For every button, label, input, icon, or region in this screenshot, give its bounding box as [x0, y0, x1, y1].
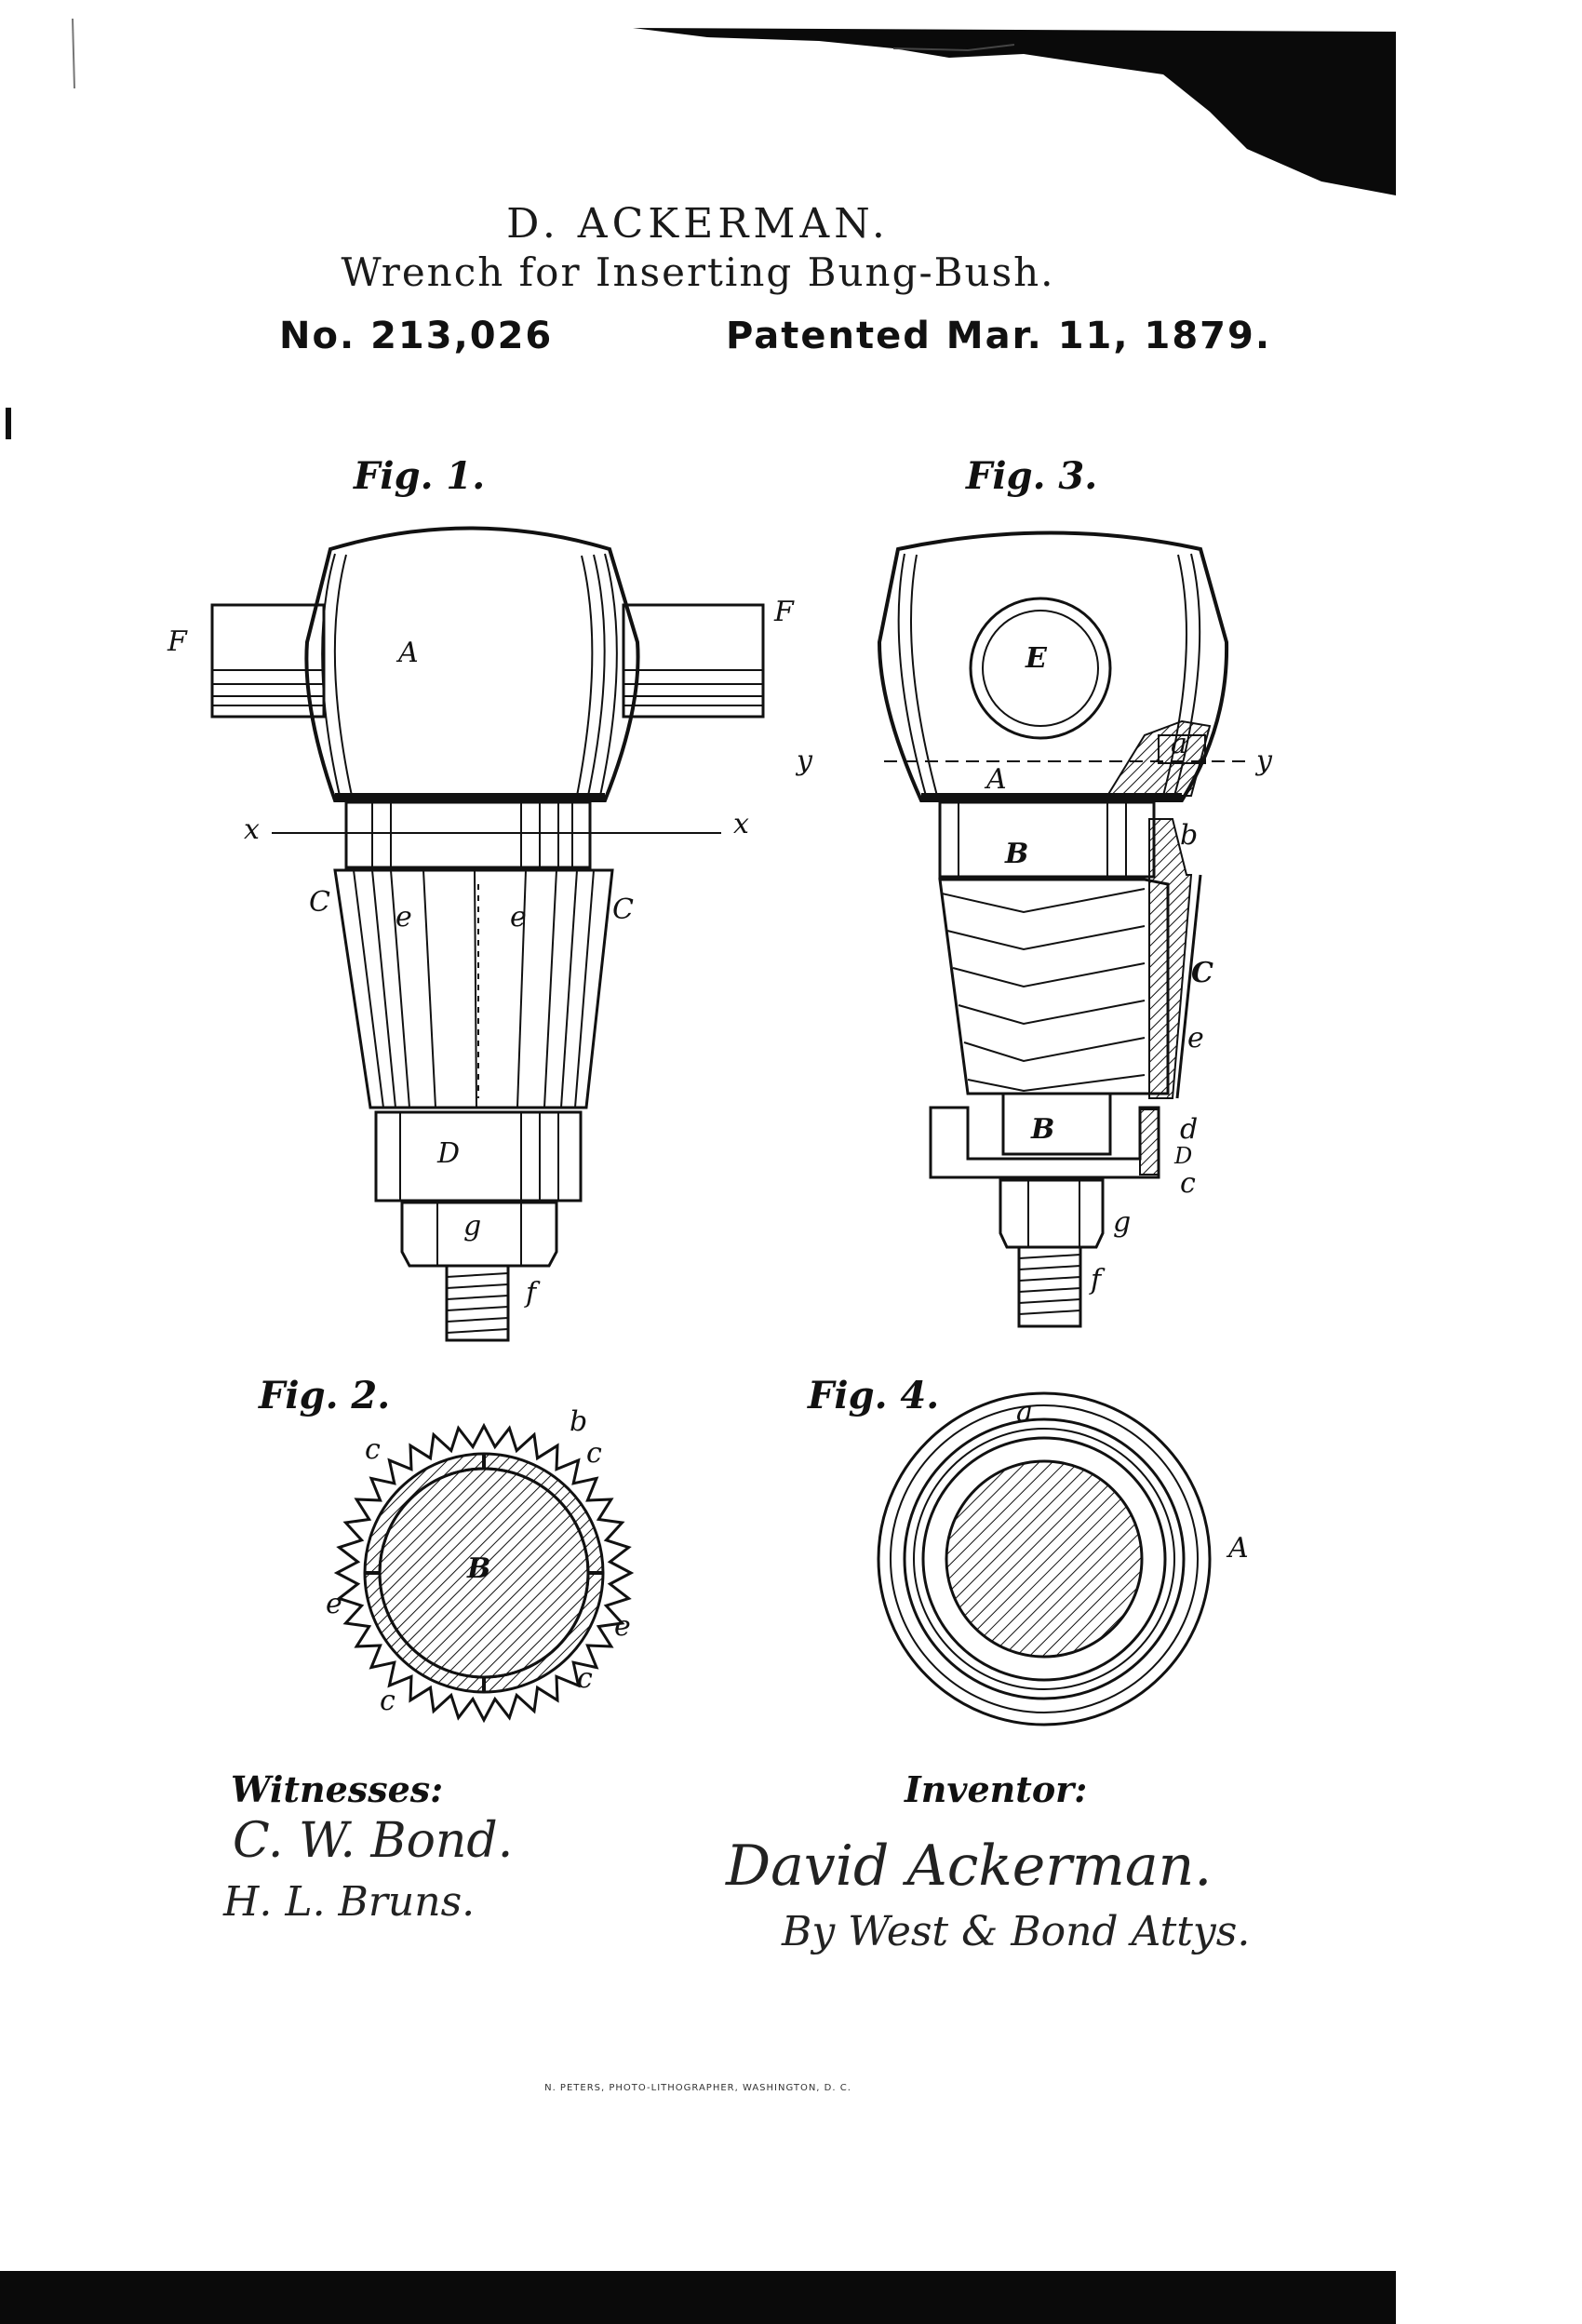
scan-artifact-bottom — [0, 2271, 1396, 2324]
fig3-ref-f: f — [1091, 1264, 1102, 1296]
fig1-ref-e-left: e — [396, 901, 412, 934]
scan-artifact-top — [72, 18, 1396, 195]
fig2-ref-c-br: c — [577, 1662, 593, 1695]
attorney-signature: By West & Bond Attys. — [782, 1908, 1251, 1955]
fig4-ref-A: A — [1228, 1532, 1249, 1565]
fig2-drawing — [333, 1422, 635, 1724]
witness-signature-1: C. W. Bond. — [233, 1813, 514, 1869]
fig3-ref-B-top: B — [1005, 838, 1029, 870]
scan-artifact-margin-mark — [6, 408, 11, 439]
fig3-ref-e: e — [1187, 1022, 1204, 1055]
fig1-ref-e-right: e — [510, 901, 527, 934]
inventor-signature: David Ackerman. — [726, 1834, 1213, 1899]
fig3-ref-B-bottom: B — [1031, 1113, 1055, 1146]
fig1-ref-f: f — [526, 1277, 537, 1310]
fig3-ref-D: D — [1174, 1143, 1193, 1169]
fig1-ref-F-left: F — [168, 625, 187, 658]
fig3-ref-d: d — [1180, 1113, 1199, 1146]
fig3-ref-y-left: y — [797, 745, 812, 777]
fig1-ref-x-right: x — [733, 808, 749, 840]
fig1-ref-x-left: x — [244, 813, 260, 846]
fig3-label: Fig. 3. — [966, 454, 1098, 498]
fig2-ref-B: B — [467, 1552, 491, 1585]
fig1-ref-C-right: C — [612, 893, 634, 926]
fig2-ref-c-tr: c — [586, 1437, 602, 1470]
fig3-ref-a: a — [1171, 728, 1187, 760]
fig2-ref-e-right: e — [614, 1610, 631, 1643]
fig1-ref-A: A — [398, 637, 419, 669]
fig1-ref-C-left: C — [309, 886, 330, 919]
patent-date: Patented Mar. 11, 1879. — [726, 315, 1272, 357]
fig1-label: Fig. 1. — [354, 454, 486, 498]
fig3-ref-b: b — [1180, 819, 1199, 852]
patent-number: No. 213,026 — [279, 315, 554, 357]
fig3-ref-g: g — [1113, 1206, 1132, 1239]
fig3-drawing — [877, 531, 1252, 1328]
fig3-ref-E: E — [1026, 642, 1047, 675]
fig3-ref-c: c — [1180, 1167, 1196, 1200]
fig1-ref-F-right: F — [774, 596, 794, 628]
fig1-drawing — [210, 526, 765, 1342]
lithographer-credit: N. PETERS, PHOTO-LITHOGRAPHER, WASHINGTO… — [544, 2083, 851, 2093]
invention-title: Wrench for Inserting Bung-Bush. — [341, 249, 1055, 295]
witness-signature-2: H. L. Bruns. — [223, 1878, 476, 1926]
fig2-ref-b: b — [570, 1405, 588, 1438]
inventor-name: D. ACKERMAN. — [506, 200, 890, 248]
inventor-heading: Inventor: — [905, 1768, 1088, 1810]
fig1-ref-D: D — [437, 1137, 461, 1170]
fig2-ref-c-tl: c — [365, 1433, 381, 1466]
fig4-drawing — [877, 1391, 1212, 1726]
fig4-ref-a: a — [1016, 1396, 1033, 1429]
fig3-ref-C: C — [1191, 957, 1213, 989]
fig2-ref-e-left: e — [326, 1588, 342, 1620]
fig4-label: Fig. 4. — [808, 1374, 940, 1417]
fig2-ref-c-bl: c — [380, 1685, 396, 1717]
fig3-ref-y-right: y — [1256, 745, 1272, 777]
fig2-label: Fig. 2. — [259, 1374, 391, 1417]
fig1-ref-g: g — [463, 1210, 482, 1243]
witnesses-heading: Witnesses: — [231, 1768, 444, 1810]
fig3-ref-A: A — [986, 763, 1007, 796]
